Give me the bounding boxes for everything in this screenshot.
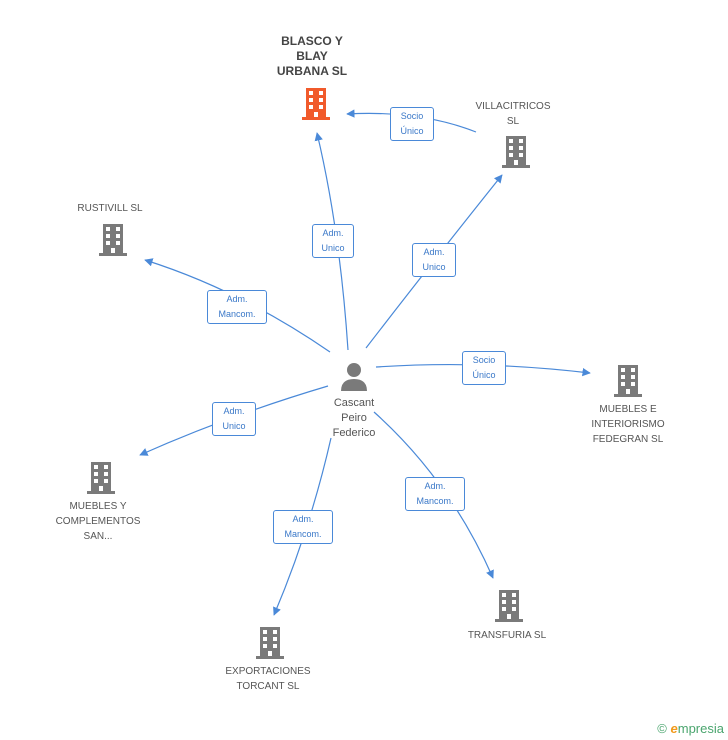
- edge-badge-villa-blasco[interactable]: Socio Único: [390, 107, 434, 141]
- edge-badge-blasco[interactable]: Adm. Unico: [312, 224, 354, 258]
- label-line: MUEBLES E: [599, 404, 657, 415]
- building-icon[interactable]: [254, 625, 286, 659]
- person-head: [347, 363, 361, 377]
- building-base: [302, 117, 330, 120]
- building-windows: [621, 368, 635, 395]
- label-line: TRANSFURIA SL: [467, 630, 547, 641]
- building-shape: [103, 224, 123, 254]
- building-base: [256, 656, 284, 659]
- building-icon[interactable]: [85, 460, 117, 494]
- company-label-exportaciones[interactable]: EXPORTACIONES TORCANT SL: [212, 664, 324, 694]
- label-line: TORCANT SL: [236, 681, 300, 692]
- company-label-blasco[interactable]: BLASCO Y BLAY URBANA SL: [262, 34, 362, 79]
- building-base: [87, 491, 115, 494]
- badge-line: Único: [472, 370, 496, 380]
- label-line: INTERIORISMO: [591, 419, 665, 430]
- building-base: [614, 394, 642, 397]
- badge-line: Unico: [321, 243, 345, 253]
- person-icon[interactable]: [338, 360, 370, 392]
- edge-badge-transfuria[interactable]: Adm. Mancom.: [405, 477, 465, 511]
- label-line: EXPORTACIONES: [225, 666, 311, 677]
- badge-line: Adm.: [226, 294, 248, 304]
- badge-line: Socio: [472, 355, 496, 365]
- label-line: BLASCO Y: [281, 34, 343, 48]
- copyright-icon: ©: [657, 721, 667, 736]
- building-icon[interactable]: [97, 222, 129, 256]
- badge-line: Unico: [222, 421, 246, 431]
- building-base: [99, 253, 127, 256]
- label-line: COMPLEMENTOS: [55, 516, 141, 527]
- building-shape: [91, 462, 111, 492]
- badge-line: Mancom.: [218, 309, 256, 319]
- edge-badge-muebles-int[interactable]: Socio Único: [462, 351, 506, 385]
- label-line: Peiro: [341, 412, 367, 424]
- building-windows: [502, 593, 516, 620]
- building-windows: [309, 91, 323, 118]
- building-shape: [618, 365, 638, 395]
- badge-line: Adm.: [223, 406, 245, 416]
- company-label-rustivill[interactable]: RUSTIVILL SL: [60, 201, 160, 216]
- label-line: BLAY: [296, 49, 328, 63]
- company-label-transfuria[interactable]: TRANSFURIA SL: [452, 628, 562, 643]
- brand-logo[interactable]: © empresia: [657, 721, 724, 736]
- badge-line: Unico: [422, 262, 446, 272]
- badge-line: Mancom.: [416, 496, 454, 506]
- label-line: Cascant: [333, 397, 375, 409]
- building-icon[interactable]: [500, 134, 532, 168]
- edge-badge-rustivill[interactable]: Adm. Mancom.: [207, 290, 267, 324]
- company-label-muebles-complementos[interactable]: MUEBLES Y COMPLEMENTOS SAN...: [42, 499, 154, 544]
- building-shape: [260, 627, 280, 657]
- building-icon[interactable]: [493, 588, 525, 622]
- building-icon[interactable]: [300, 86, 332, 120]
- label-line: MUEBLES Y: [69, 501, 127, 512]
- label-line: FEDEGRAN SL: [592, 434, 664, 445]
- badge-line: Socio: [400, 111, 424, 121]
- building-windows: [263, 630, 277, 657]
- label-line: URBANA SL: [276, 64, 348, 78]
- building-windows: [106, 227, 120, 254]
- edge-badge-export[interactable]: Adm. Mancom.: [273, 510, 333, 544]
- building-windows: [509, 139, 523, 166]
- company-label-villacitricos[interactable]: VILLACITRICOS SL: [458, 99, 568, 129]
- badge-line: Adm.: [423, 247, 445, 257]
- edge-badge-muebles-comp[interactable]: Adm. Unico: [212, 402, 256, 436]
- badge-line: Único: [400, 126, 424, 136]
- company-label-muebles-interiorismo[interactable]: MUEBLES E INTERIORISMO FEDEGRAN SL: [572, 402, 684, 447]
- label-line: RUSTIVILL SL: [77, 203, 143, 214]
- label-line: VILLACITRICOS: [475, 101, 551, 112]
- brand-name: mpresia: [677, 721, 724, 736]
- person-body: [341, 379, 367, 391]
- building-windows: [94, 465, 108, 492]
- brand-initial: e: [670, 721, 678, 736]
- building-shape: [306, 88, 326, 118]
- person-label[interactable]: Cascant Peiro Federico: [314, 396, 394, 441]
- badge-line: Adm.: [292, 514, 314, 524]
- building-base: [495, 619, 523, 622]
- badge-line: Adm.: [424, 481, 446, 491]
- badge-line: Adm.: [322, 228, 344, 238]
- building-icon[interactable]: [612, 363, 644, 397]
- label-line: Federico: [332, 427, 376, 439]
- label-line: SL: [506, 116, 520, 127]
- badge-line: Mancom.: [284, 529, 322, 539]
- building-shape: [499, 590, 519, 620]
- building-base: [502, 165, 530, 168]
- label-line: SAN...: [83, 531, 113, 542]
- building-shape: [506, 136, 526, 166]
- edge-badge-villa[interactable]: Adm. Unico: [412, 243, 456, 277]
